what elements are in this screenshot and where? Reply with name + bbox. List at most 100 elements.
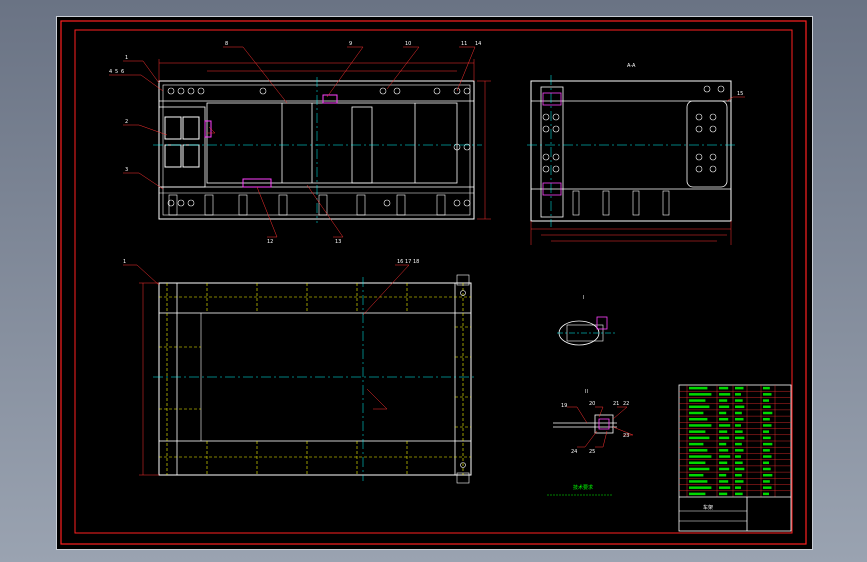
leader-label: 24 — [571, 449, 577, 455]
title-block-cell-text — [689, 399, 706, 402]
title-block-cell-text — [735, 442, 742, 446]
title-block-cell-text — [689, 386, 708, 390]
leader-label: 4 — [109, 69, 112, 75]
leader-label: 6 — [121, 69, 124, 75]
title-block-cell-text — [763, 399, 769, 402]
title-block-cell-text — [719, 473, 727, 477]
title-block-cell-text — [763, 386, 770, 390]
title-block-cell-text — [735, 486, 741, 489]
title-block-cell-text — [763, 436, 771, 440]
detail-view-1: I — [557, 295, 617, 346]
title-block-cell-text — [763, 467, 771, 471]
title-block-cell-text — [735, 473, 742, 477]
title-block-cell-text — [763, 417, 770, 421]
title-block-cell-text — [763, 411, 773, 415]
title-block-cell-text — [719, 455, 731, 458]
leader-label: 13 — [335, 239, 341, 245]
title-block-cell-text — [719, 449, 729, 452]
title-block-cell-text — [689, 492, 706, 496]
title-block-cell-text — [719, 461, 728, 465]
title-block-cell-text — [719, 442, 727, 446]
title-block-cell-text — [689, 467, 710, 471]
drawing-sheet: 1 4 5 6 2 3 8 9 10 11 12 13 14 A-A — [60, 20, 807, 545]
title-block-cell-text — [735, 449, 744, 452]
title-block-cell-text — [689, 449, 708, 452]
top-view: 1 4 5 6 2 3 8 9 10 11 12 13 14 — [109, 41, 491, 245]
leader-label: 11 — [461, 41, 467, 47]
cad-viewport[interactable]: 1 4 5 6 2 3 8 9 10 11 12 13 14 A-A — [56, 16, 813, 550]
leader-label: 22 — [623, 401, 629, 407]
detail-2-leader-labels: 19 20 21 22 23 24 25 — [561, 401, 629, 455]
title-block-cell-text — [719, 417, 729, 421]
title-block-cell-text — [763, 461, 769, 465]
title-block-cell-text — [763, 405, 771, 409]
title-block-cell-text — [763, 424, 772, 427]
leader-label: 16 — [397, 259, 403, 265]
title-block-cell-text — [763, 480, 770, 483]
title-block-cell-text — [719, 411, 727, 415]
title-block-cell-text — [763, 393, 772, 396]
leader-label: 17 — [405, 259, 411, 265]
title-block-cell-text — [689, 436, 710, 440]
leader-label: 20 — [589, 401, 595, 407]
title-block-cell-text — [689, 430, 706, 433]
drawing-border — [60, 20, 807, 545]
title-block-cell-text — [735, 461, 743, 465]
inner-frame — [74, 29, 793, 534]
leader-label: 23 — [623, 433, 629, 439]
title-block-cell-text — [735, 417, 744, 421]
title-block-cell-text — [719, 436, 730, 440]
title-block-cell-text — [689, 411, 704, 415]
leader-label: 18 — [413, 259, 419, 265]
title-block-cell-text — [735, 399, 743, 402]
leader-label: 1 — [125, 55, 128, 61]
title-block-cell-text — [763, 473, 773, 477]
title-block-cell-text — [763, 492, 769, 496]
leader-label: 3 — [125, 167, 128, 173]
title-block-cell-text — [719, 467, 730, 471]
leader-label: 12 — [267, 239, 273, 245]
leader-label: 21 — [613, 401, 619, 407]
leader-label: 19 — [561, 403, 567, 409]
title-block-cell-text — [763, 449, 770, 452]
title-block-cell-text — [719, 480, 729, 483]
title-block-cell-text — [689, 480, 708, 483]
title-block-cell-text — [735, 386, 744, 390]
title-block-cell-text — [689, 417, 708, 421]
title-block-cell-text — [719, 424, 731, 427]
title-block-cell-text — [735, 492, 743, 496]
side-view-leader: 15 — [737, 91, 743, 97]
title-block-cell-text — [735, 424, 741, 427]
title-block-cell-text — [689, 461, 706, 465]
title-block-cell-text — [735, 467, 745, 471]
notes-title: 技术要求 — [573, 484, 593, 491]
leader-label: 1 — [123, 259, 126, 265]
title-block-cell-text — [735, 480, 744, 483]
title-block-cell-text — [735, 405, 745, 409]
title-block-title: 车架 — [703, 504, 713, 511]
title-block-cell-text — [735, 436, 745, 440]
title-block-cell-text — [735, 455, 741, 458]
leader-label: 25 — [589, 449, 595, 455]
leader-label: 9 — [349, 41, 352, 47]
title-block-cell-text — [763, 442, 773, 446]
title-block-cell-text — [735, 393, 741, 396]
title-block-cell-text — [689, 473, 704, 477]
plan-view-leader-labels: 1 16 17 18 — [123, 259, 419, 265]
title-block-cell-text — [763, 486, 772, 489]
side-view: A-A — [527, 63, 745, 245]
leader-label: 2 — [125, 119, 128, 125]
technical-notes: 技术要求 — [547, 484, 613, 496]
title-block-cell-text — [719, 386, 729, 390]
title-block-cell-text — [689, 405, 710, 409]
leader-label: 5 — [115, 69, 118, 75]
title-block-cell-text — [719, 430, 728, 433]
title-block-cell-text — [689, 442, 704, 446]
title-block-cell-text — [735, 411, 742, 415]
plan-view: 1 16 17 18 — [123, 259, 477, 484]
title-block-cell-text — [719, 399, 728, 402]
title-block: 车架 — [678, 384, 792, 532]
title-block-cell-text — [763, 455, 772, 458]
title-block-cell-text — [719, 405, 730, 409]
side-view-label: A-A — [627, 63, 636, 69]
